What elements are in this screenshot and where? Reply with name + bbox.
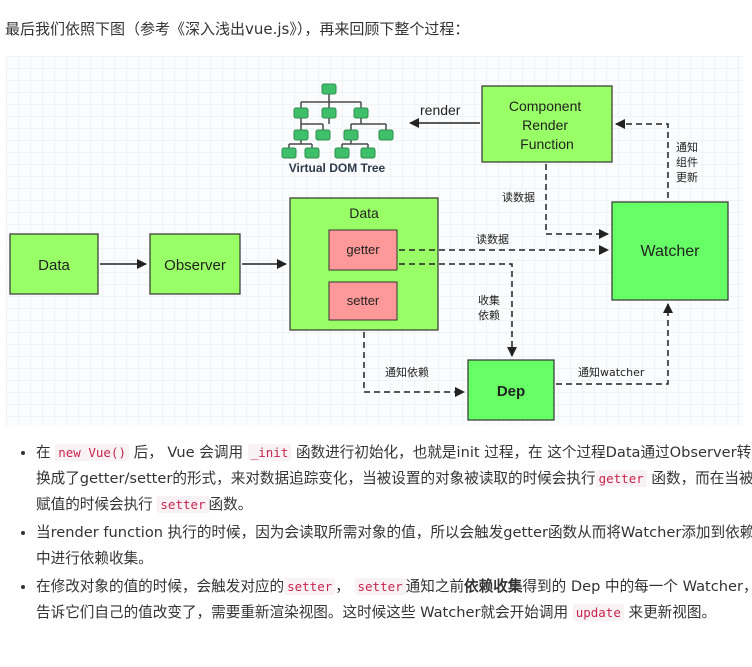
list-item: 在 new Vue() 后， Vue 会调用 _init 函数进行初始化，也就是… [36, 440, 752, 518]
bold-dependency-collection: 依赖收集 [464, 578, 523, 595]
observer-box [149, 233, 241, 295]
svg-text:收集 依赖: 收集 依赖 [478, 293, 504, 322]
code-init: _init [247, 444, 292, 461]
vdom-label: Virtual DOM Tree [289, 161, 386, 175]
read-data-top: 读数据 [502, 190, 535, 204]
collect-1: 收集 [478, 293, 500, 307]
text-run: 函数，而在当被赋值的时候会执行 [36, 470, 752, 513]
data-box-label: Data [349, 205, 379, 221]
notify-watcher: 通知watcher [578, 365, 645, 379]
component-line-1: Component [509, 98, 581, 114]
dep-label: Dep [497, 383, 525, 400]
code-getter: getter [595, 470, 647, 487]
collect-2: 依赖 [478, 309, 500, 322]
code-setter: setter [157, 496, 209, 513]
text-run: 来更新视图。 [623, 604, 717, 621]
render-label: render [420, 102, 461, 118]
code-update: update [572, 604, 624, 621]
reactivity-diagram: Virtual DOM Tree render Component Render… [6, 56, 743, 426]
code-new-vue: new Vue() [55, 444, 129, 461]
notify-component-1: 通知 [676, 140, 698, 154]
getter-label: getter [346, 242, 380, 257]
watcher-box [611, 201, 729, 301]
notify-component-2: 组件 [676, 155, 698, 169]
list-item: 当render function 执行的时候，因为会读取所需对象的值，所以会触发… [36, 520, 752, 572]
getter-box [328, 229, 398, 271]
setter-box [328, 281, 398, 321]
text-run: 函数进行初始化，也就是init 过程，在 这个过程Data通过Observer转… [36, 444, 752, 487]
intro-text: 最后我们依照下图（参考《深入浅出vue.js》），再来回顾下整个过程： [5, 20, 470, 38]
code-setter: setter [354, 578, 406, 595]
svg-text:Component Render Funct: Component Render Function [509, 98, 585, 152]
text-run: ， [335, 578, 355, 595]
component-render-function-box [481, 85, 613, 163]
text-run: 通知之前 [405, 578, 465, 595]
text-run: 函数。 [208, 496, 253, 513]
text-run: 后， Vue 会调用 [128, 444, 248, 461]
data-source-label: Data [38, 257, 70, 274]
tree-icon [281, 83, 394, 159]
watcher-label: Watcher [641, 243, 701, 260]
text-run: 当render function 执行的时候，因为会读取所需对象的值，所以会触发… [36, 524, 752, 567]
notify-component-3: 更新 [676, 170, 698, 184]
process-list: 在 new Vue() 后， Vue 会调用 _init 函数进行初始化，也就是… [12, 440, 752, 628]
svg-text:通知 组件 更新: 通知 组件 更新 [676, 140, 702, 184]
component-line-2: Render [522, 117, 568, 133]
observer-label: Observer [164, 257, 226, 274]
code-setter: setter [284, 578, 336, 595]
text-run: 在 [36, 444, 56, 461]
dep-box [467, 359, 555, 421]
setter-label: setter [347, 293, 380, 308]
read-data-mid: 读数据 [476, 232, 509, 246]
notify-dep: 通知依赖 [385, 365, 429, 379]
text-run: 在修改对象的值的时候，会触发对应的 [36, 578, 285, 595]
text-run: 得到的 Dep 中的每一个 Watcher，告诉它们自己的值改变了，需要重新渲染… [36, 578, 752, 621]
component-line-3: Function [520, 136, 574, 152]
data-source-box [9, 233, 99, 295]
